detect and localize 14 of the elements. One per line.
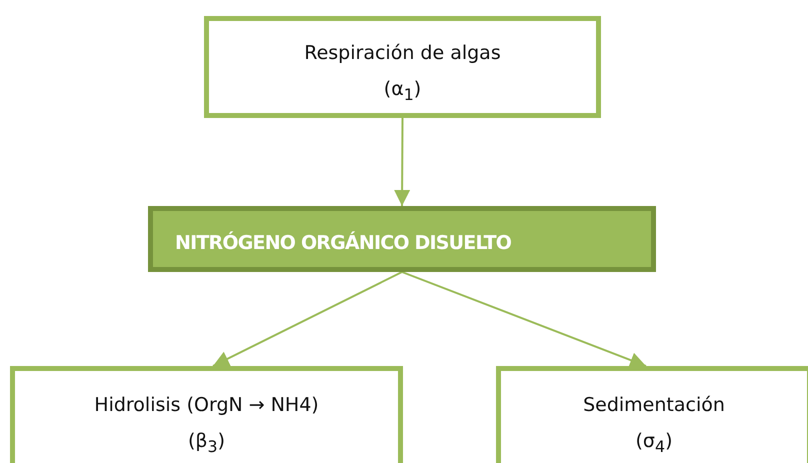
rate-symbol: (σ$_{4}$) [636,429,672,458]
node-label: NITRÓGENO ORGÁNICO DISUELTO [175,230,512,256]
process-box [496,366,808,463]
rate-symbol: (β$_{3}$) [188,429,226,458]
rate-symbol: (α$_{1}$) [384,77,422,106]
node-label: Hidrolisis (OrgN → NH4) [94,393,319,418]
central-box [148,206,656,272]
process-box [10,366,403,463]
node-label: Sedimentación [583,393,725,418]
arrow [402,271,646,368]
node-label: Respiración de algas [304,41,501,66]
process-box [204,16,601,118]
arrow [212,271,402,367]
arrow [394,118,410,206]
